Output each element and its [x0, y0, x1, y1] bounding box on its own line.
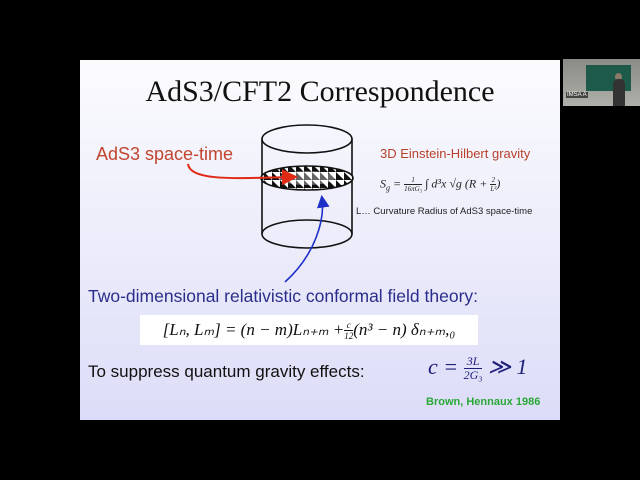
speaker-head [615, 73, 622, 81]
suppress-label: To suppress quantum gravity effects: [88, 362, 365, 381]
einstein-hilbert-label: 3D Einstein-Hilbert gravity [380, 146, 531, 161]
presentation-slide: AdS3/CFT2 Correspondence [80, 60, 560, 420]
speaker-webcam-thumbnail: IMSA A [563, 59, 640, 106]
red-arrow [187, 163, 298, 186]
blue-arrow [284, 194, 330, 283]
ads-cylinder-diagram [187, 124, 354, 283]
curvature-note: L… Curvature Radius of AdS3 space-time [356, 206, 533, 217]
cft-label: Two-dimensional relativistic conformal f… [88, 286, 479, 306]
cylinder-shape [261, 124, 353, 249]
speaker-figure [613, 79, 625, 106]
webcam-label: IMSA A [566, 92, 588, 98]
reference-citation: Brown, Hennaux 1986 [426, 396, 541, 408]
slide-title: AdS3/CFT2 Correspondence [145, 75, 495, 108]
ads-spacetime-label: AdS3 space-time [96, 144, 234, 164]
